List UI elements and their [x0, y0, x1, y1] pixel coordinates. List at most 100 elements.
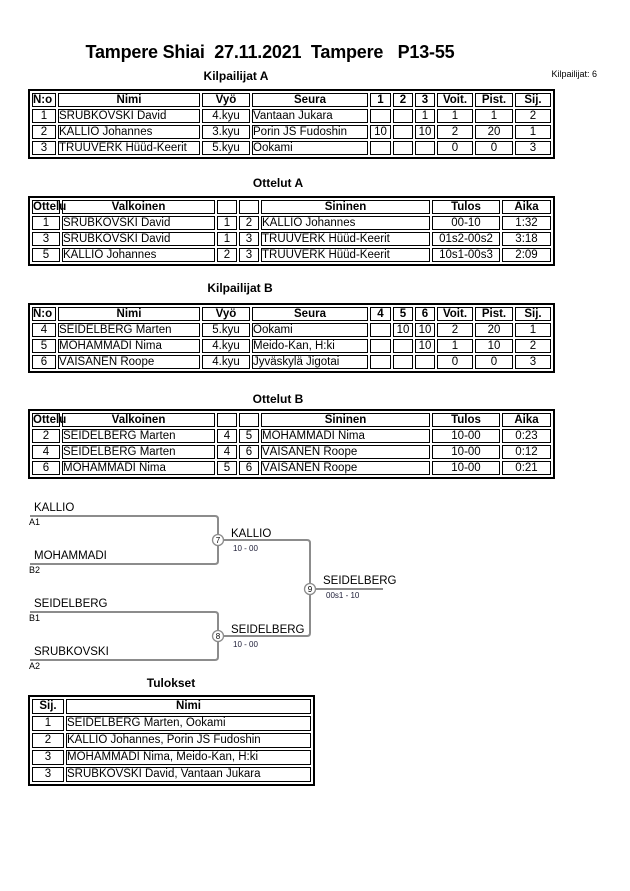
cell: 0:23 — [502, 429, 551, 443]
cell: 3.kyu — [202, 125, 250, 139]
pool-b-title: Kilpailijat B — [207, 281, 273, 295]
cell: 2 — [32, 125, 56, 139]
matches-a-title: Ottelut A — [252, 176, 304, 190]
table-header-row: Ottelu Valkoinen Sininen Tulos Aika — [32, 200, 551, 214]
page-title: Tampere Shiai 27.11.2021 Tampere P13-55 — [85, 42, 455, 62]
header-cell — [239, 413, 259, 427]
header-cell: Sij. — [32, 699, 64, 714]
cell: 2 — [437, 323, 473, 337]
table-header-row: N:o Nimi Vyö Seura 4 5 6 Voit. Pist. Sij… — [32, 307, 551, 321]
cell: TRUUVERK Hüüd-Keerit — [58, 141, 200, 155]
bracket-slot-name: SEIDELBERG — [34, 598, 108, 610]
cell — [393, 109, 413, 123]
semifinal1-score: 10 - 00 — [233, 544, 258, 553]
cell: VÄISÄNEN Roope — [58, 355, 200, 369]
table-row: 1 SRUBKOVSKI David 1 2 KALLIO Johannes 0… — [32, 216, 551, 230]
match-number-circle — [303, 582, 317, 596]
header-cell: N:o — [32, 93, 56, 107]
table-row: 3 MOHAMMADI Nima, Meido-Kan, H:ki — [32, 750, 311, 765]
table-row: 6 MOHAMMADI Nima 5 6 VÄISÄNEN Roope 10-0… — [32, 461, 551, 475]
table-header-row: N:o Nimi Vyö Seura 1 2 3 Voit. Pist. Sij… — [32, 93, 551, 107]
cell: SRUBKOVSKI David, Vantaan Jukara — [66, 767, 311, 782]
cell: 10 — [415, 125, 435, 139]
table-row: 2 SEIDELBERG Marten 4 5 MOHAMMADI Nima 1… — [32, 429, 551, 443]
cell — [393, 125, 413, 139]
table-row: 2 KALLIO Johannes, Porin JS Fudoshin — [32, 733, 311, 748]
header-cell: Sij. — [515, 93, 551, 107]
competitor-count: Kilpailijat: 6 — [551, 69, 597, 79]
header-cell: Seura — [252, 307, 368, 321]
cell: 0:21 — [502, 461, 551, 475]
header-cell: 3 — [415, 93, 435, 107]
table-row: 1 SRUBKOVSKI David 4.kyu Vantaan Jukara … — [32, 109, 551, 123]
cell — [370, 323, 391, 337]
cell: 2 — [437, 125, 473, 139]
cell: 10 — [475, 339, 513, 353]
cell — [370, 109, 391, 123]
cell: SEIDELBERG Marten — [58, 323, 200, 337]
header-cell: Tulos — [432, 413, 500, 427]
match-number: 8 — [216, 632, 221, 641]
semifinal1-winner: KALLIO — [231, 528, 272, 540]
cell: 0 — [437, 141, 473, 155]
cell: SRUBKOVSKI David — [62, 232, 215, 246]
cell: 1 — [32, 716, 64, 731]
cell: 5 — [217, 461, 237, 475]
cell — [393, 355, 413, 369]
header-cell: Voit. — [437, 93, 473, 107]
results-table: Sij. Nimi 1 SEIDELBERG Marten, Ookami 2 … — [28, 695, 315, 786]
cell: MOHAMMADI Nima — [58, 339, 200, 353]
final-score: 00s1 - 10 — [326, 591, 360, 600]
cell — [370, 339, 391, 353]
cell: Meido-Kan, H:ki — [252, 339, 368, 353]
cell: SEIDELBERG Marten — [62, 429, 215, 443]
cell: 4.kyu — [202, 355, 250, 369]
cell: 1:32 — [502, 216, 551, 230]
header-cell: Voit. — [437, 307, 473, 321]
cell: 1 — [515, 125, 551, 139]
table-row: 4 SEIDELBERG Marten 4 6 VÄISÄNEN Roope 1… — [32, 445, 551, 459]
cell: 6 — [239, 461, 259, 475]
cell: VÄISÄNEN Roope — [261, 445, 430, 459]
pool-a-table: N:o Nimi Vyö Seura 1 2 3 Voit. Pist. Sij… — [28, 89, 555, 159]
cell: TRUUVERK Hüüd-Keerit — [261, 248, 430, 262]
cell: 1 — [415, 109, 435, 123]
cell: KALLIO Johannes — [58, 125, 200, 139]
cell: 1 — [32, 216, 60, 230]
pool-b-table: N:o Nimi Vyö Seura 4 5 6 Voit. Pist. Sij… — [28, 303, 555, 373]
cell: 2 — [515, 339, 551, 353]
bracket-line — [224, 589, 311, 637]
cell: MOHAMMADI Nima — [261, 429, 430, 443]
table-row: 5 MOHAMMADI Nima 4.kyu Meido-Kan, H:ki 1… — [32, 339, 551, 353]
cell: MOHAMMADI Nima — [62, 461, 215, 475]
header-cell: 1 — [370, 93, 391, 107]
cell — [393, 339, 413, 353]
bracket-diagram: 7 8 9 — [30, 515, 383, 661]
cell: 10-00 — [432, 445, 500, 459]
bracket-line — [224, 539, 311, 589]
bracket-slot-name: KALLIO — [34, 502, 75, 514]
header-cell: Nimi — [58, 307, 200, 321]
header-cell: Seura — [252, 93, 368, 107]
cell: 2 — [239, 216, 259, 230]
table-header-row: Sij. Nimi — [32, 699, 311, 714]
cell: 3 — [32, 141, 56, 155]
match-number-circle — [211, 533, 225, 547]
cell: 1 — [32, 109, 56, 123]
header-cell: 2 — [393, 93, 413, 107]
cell: MOHAMMADI Nima, Meido-Kan, H:ki — [66, 750, 311, 765]
cell: 3:18 — [502, 232, 551, 246]
bracket-slot-seed: B1 — [29, 613, 41, 623]
cell: Porin JS Fudoshin — [252, 125, 368, 139]
cell: 10 — [393, 323, 413, 337]
cell: 01s2-00s2 — [432, 232, 500, 246]
cell: 2 — [515, 109, 551, 123]
cell: SRUBKOVSKI David — [62, 216, 215, 230]
table-row: 3 SRUBKOVSKI David 1 3 TRUUVERK Hüüd-Kee… — [32, 232, 551, 246]
cell: SRUBKOVSKI David — [58, 109, 200, 123]
cell: Jyväskylä Jigotai — [252, 355, 368, 369]
cell: Ookami — [252, 323, 368, 337]
cell: 1 — [437, 339, 473, 353]
cell: Vantaan Jukara — [252, 109, 368, 123]
cell: KALLIO Johannes, Porin JS Fudoshin — [66, 733, 311, 748]
